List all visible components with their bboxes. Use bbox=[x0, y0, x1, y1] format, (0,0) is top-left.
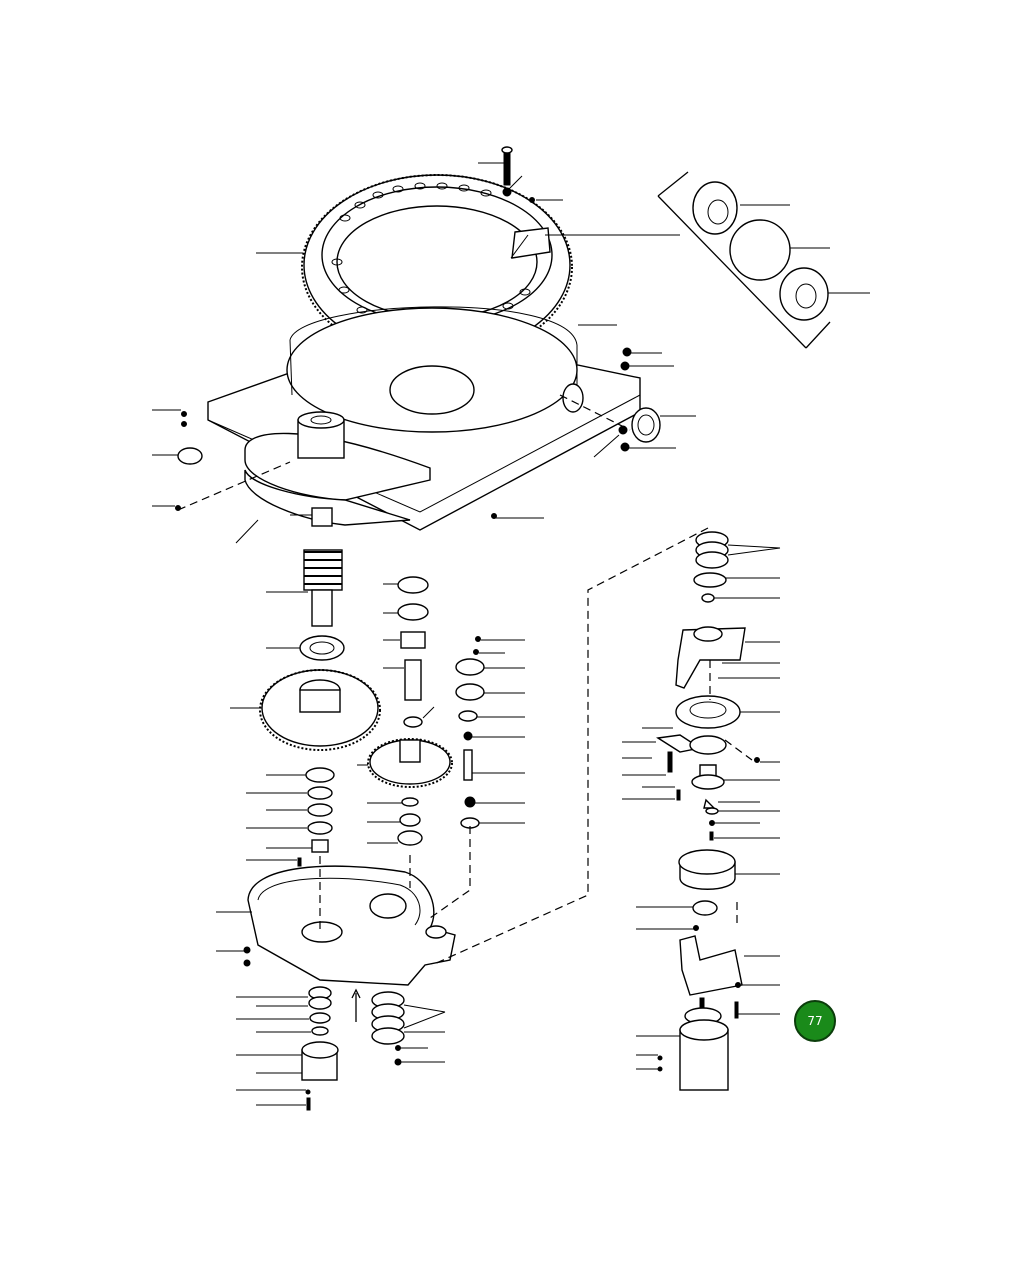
intermediate-gear-train bbox=[367, 576, 453, 846]
spring-stack-lower bbox=[371, 991, 405, 1066]
small-parts-column bbox=[455, 636, 485, 829]
page-number-label: 77 bbox=[807, 1014, 823, 1028]
reduction-gear-housing bbox=[243, 826, 471, 986]
callout-leader-lines bbox=[152, 162, 870, 1106]
pinion-gear-train bbox=[259, 507, 381, 867]
upper-frame bbox=[177, 306, 641, 531]
roller-detail-inset bbox=[657, 171, 831, 349]
brake-motor-assembly bbox=[431, 527, 760, 1091]
swing-bearing-ring bbox=[301, 174, 573, 360]
page-number-badge[interactable]: 77 bbox=[794, 1000, 836, 1042]
frame-fasteners bbox=[175, 146, 661, 519]
output-bearing-stack bbox=[301, 986, 361, 1111]
